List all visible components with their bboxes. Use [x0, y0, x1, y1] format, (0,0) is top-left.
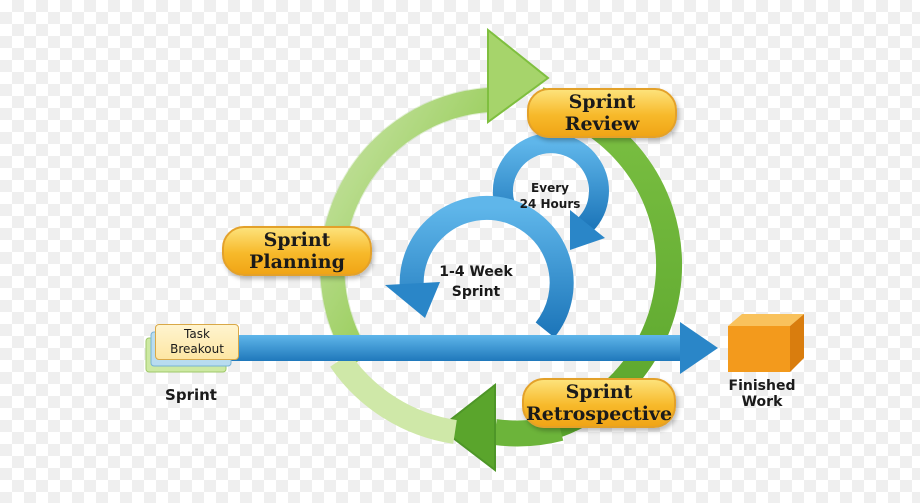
sprint-retrospective-label: Sprint Retrospective [522, 378, 676, 428]
cycle-arc-lower-left [330, 353, 458, 444]
sprint-planning-label: Sprint Planning [222, 226, 372, 276]
sprint-retrospective-line2: Retrospective [525, 403, 673, 425]
sprint-retrospective-line1: Sprint [565, 381, 633, 403]
finished-work-line1: Finished [728, 378, 796, 394]
every-24-hours-line2: 24 Hours [519, 197, 581, 211]
sprint-loop-arrow [385, 195, 574, 338]
cycle-arc-bottom [493, 415, 564, 447]
daily-loop-arrow [493, 133, 609, 250]
finished-work-box [728, 314, 804, 372]
every-24-hours-line1: Every [531, 181, 569, 195]
sprint-review-line1: Sprint [568, 91, 636, 113]
main-sprint-arrow [160, 322, 718, 374]
task-breakout-line1: Task [184, 327, 210, 341]
week-sprint-line2: Sprint [451, 284, 501, 300]
week-sprint-line1: 1-4 Week [439, 264, 513, 280]
cycle-arrowhead-bottom [438, 382, 496, 473]
cycle-arrowhead-top [487, 27, 550, 124]
sprint-review-line2: Review [564, 113, 640, 135]
sprint-review-label: Sprint Review [527, 88, 677, 138]
finished-work-line2: Work [741, 394, 783, 410]
cycle-arc-left [320, 88, 489, 367]
sprint-label: Sprint [165, 386, 217, 404]
finished-work-label: Finished Work [715, 378, 809, 410]
task-breakout-card: Task Breakout [155, 324, 239, 360]
week-sprint-label: 1-4 Week Sprint [430, 262, 522, 302]
task-breakout-line2: Breakout [170, 342, 224, 356]
sprint-planning-line1: Sprint [263, 229, 331, 251]
cycle-arc-left-outline [319, 87, 490, 368]
sprint-planning-line2: Planning [249, 251, 345, 273]
every-24-hours-label: Every 24 Hours [512, 180, 588, 212]
